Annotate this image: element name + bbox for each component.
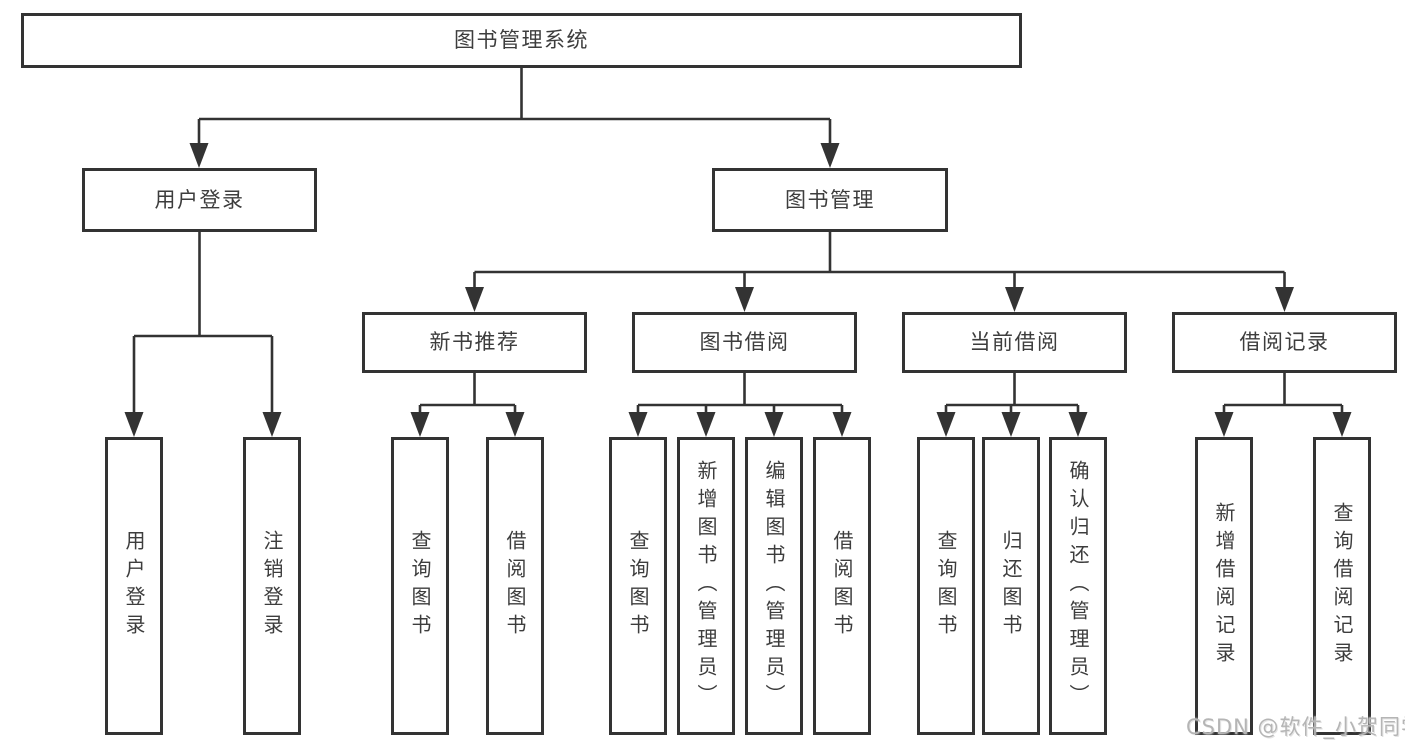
leaf-records-add-record: 新增借阅记录 xyxy=(1195,437,1253,735)
leaf-borrowing-borrow-books: 借阅图书 xyxy=(813,437,871,735)
leaf-records-query-record: 查询借阅记录 xyxy=(1313,437,1371,735)
leaf-borrowing-query-books: 查询图书 xyxy=(609,437,667,735)
node-borrow-records: 借阅记录 xyxy=(1172,312,1397,373)
watermark-csdn: CSDN @软件_小贺同学 xyxy=(1186,715,1405,739)
leaf-borrowing-edit-books-admin: 编辑图书（管理员） xyxy=(745,437,803,735)
leaf-current-query-books: 查询图书 xyxy=(917,437,975,735)
node-book-management: 图书管理 xyxy=(712,168,948,232)
leaf-borrowing-add-books-admin: 新增图书（管理员） xyxy=(677,437,735,735)
node-system-root: 图书管理系统 xyxy=(21,13,1022,68)
leaf-logout: 注销登录 xyxy=(243,437,301,735)
node-user-login: 用户登录 xyxy=(82,168,317,232)
leaf-current-confirm-return-admin: 确认归还（管理员） xyxy=(1049,437,1107,735)
leaf-recommend-borrow-books: 借阅图书 xyxy=(486,437,544,735)
leaf-recommend-query-books: 查询图书 xyxy=(391,437,449,735)
leaf-current-return-books: 归还图书 xyxy=(982,437,1040,735)
node-current-borrowing: 当前借阅 xyxy=(902,312,1127,373)
node-book-borrowing: 图书借阅 xyxy=(632,312,857,373)
node-new-book-recommend: 新书推荐 xyxy=(362,312,587,373)
leaf-user-login: 用户登录 xyxy=(105,437,163,735)
